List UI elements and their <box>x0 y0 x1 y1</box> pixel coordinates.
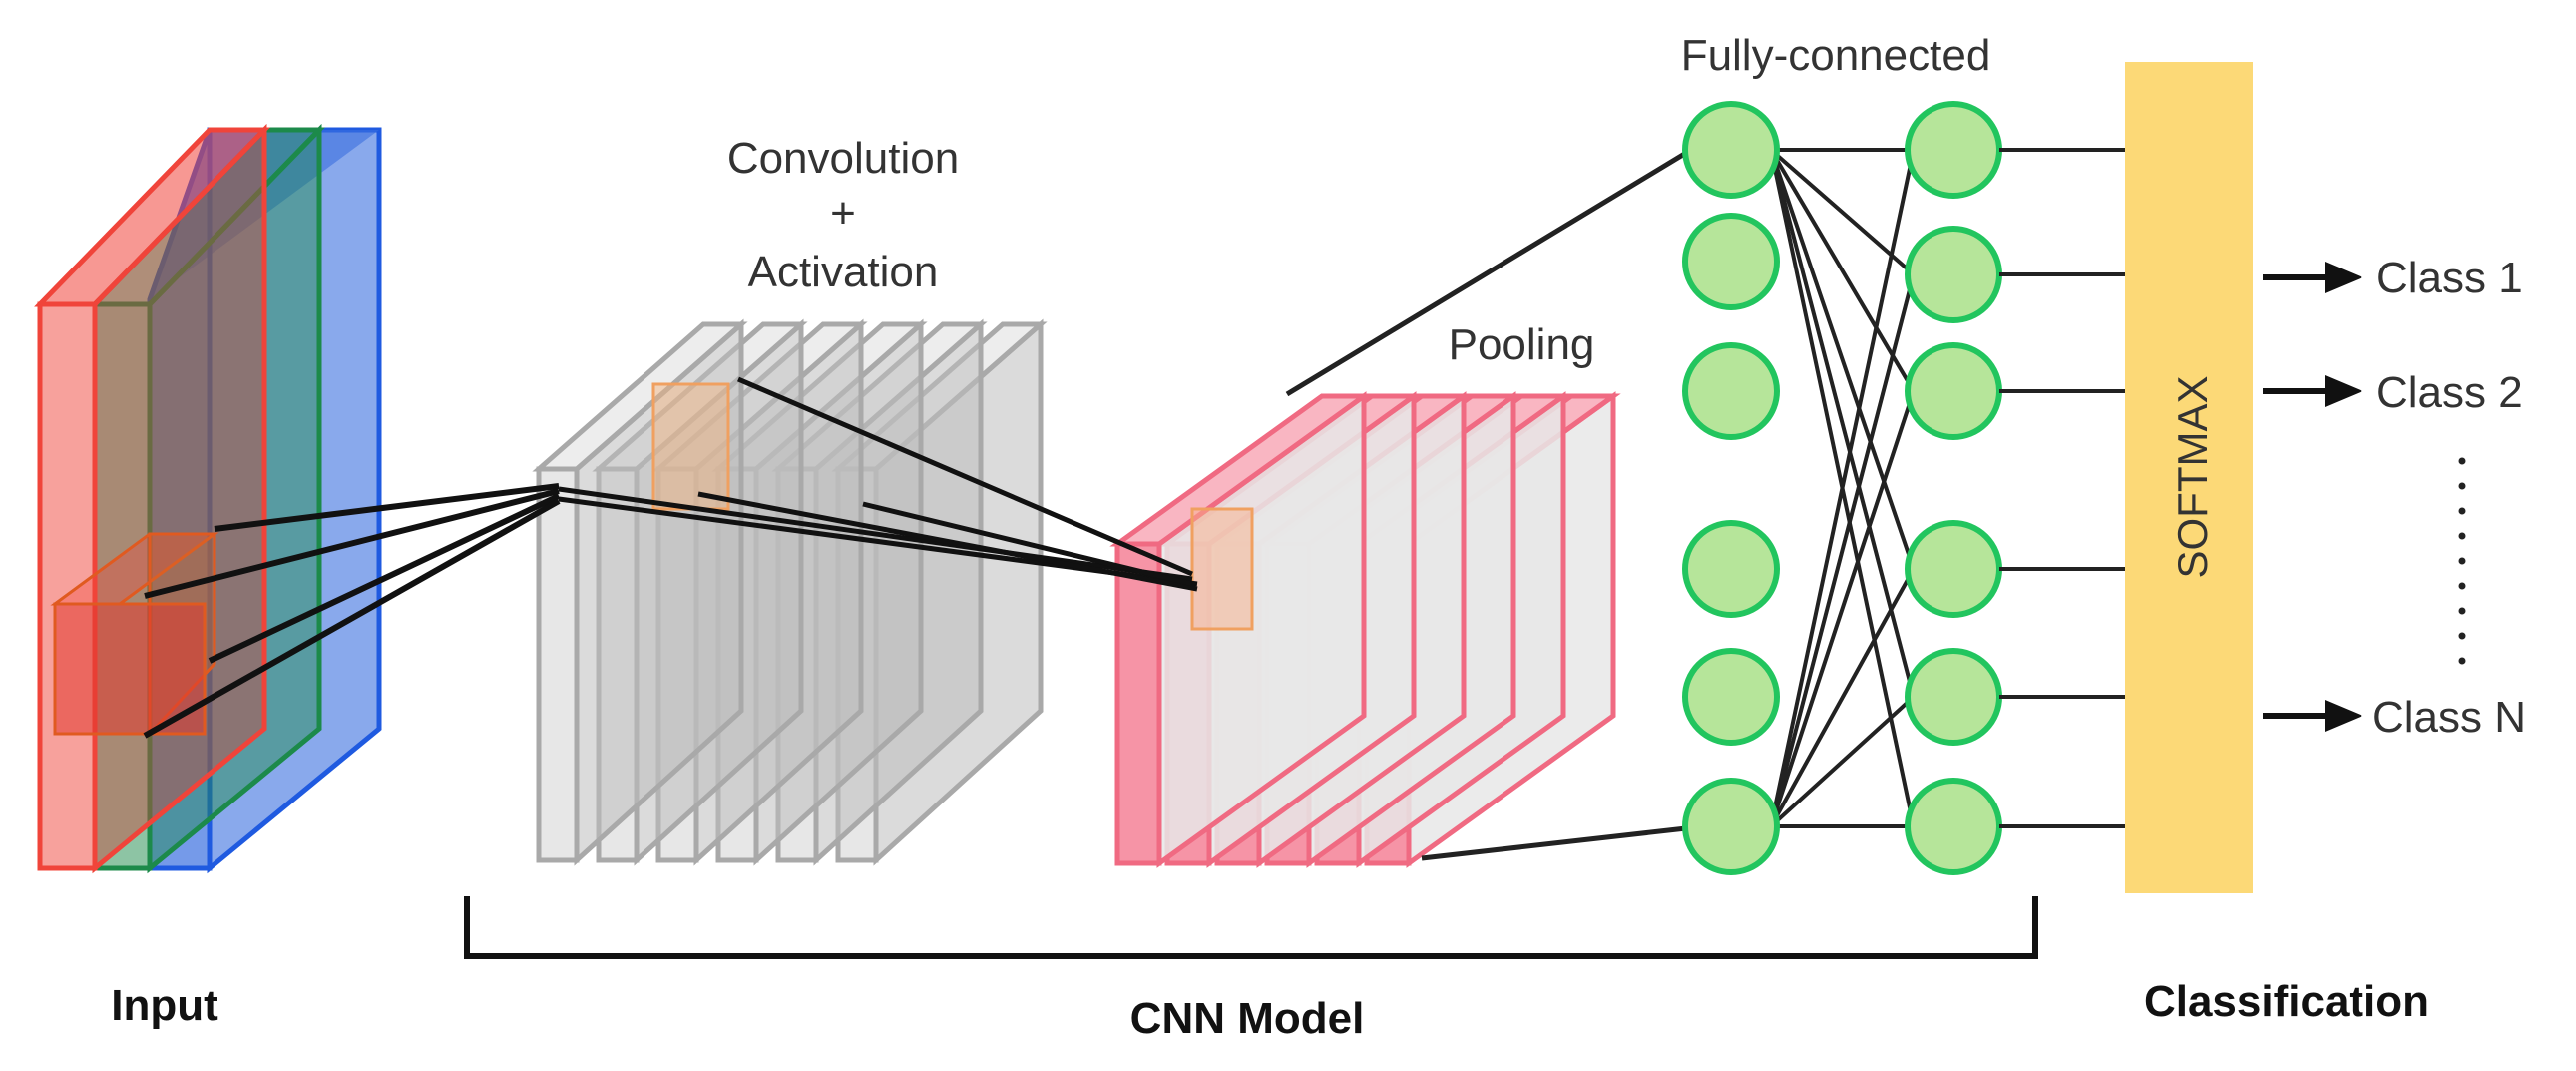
fc-layer2-node <box>1905 101 2002 199</box>
class-n-arrow <box>2263 700 2362 732</box>
pooling-label: Pooling <box>1449 320 1595 369</box>
fc-edge <box>1769 273 1916 827</box>
fc-edge <box>1769 390 1916 827</box>
pooling-to-fc-connections <box>1285 147 1693 861</box>
fc-layer2-node <box>1905 778 2002 875</box>
input-caption: Input <box>111 981 218 1030</box>
fc-layer1-node <box>1682 101 1780 199</box>
fc-edge <box>1769 149 1916 570</box>
fully-connected-nodes <box>1682 101 2002 875</box>
pooling-feature-maps <box>1109 391 1621 868</box>
class-arrows <box>2263 262 2362 732</box>
fc-layer1-node <box>1682 520 1780 618</box>
pooling-receptive-field <box>1190 507 1254 631</box>
fc-layer2-node <box>1905 226 2002 323</box>
conv-to-pooling-connections <box>558 376 1198 592</box>
fc-layer1-node <box>1682 342 1780 440</box>
fc-edge <box>1769 695 1916 828</box>
softmax-block <box>2125 62 2253 893</box>
cnn-model-caption: CNN Model <box>1130 994 1365 1043</box>
fc-layer2-node <box>1905 648 2002 746</box>
conv-receptive-field <box>651 382 730 511</box>
fully-connected-edges <box>1769 148 1916 828</box>
class-2-label: Class 2 <box>2376 368 2523 417</box>
fc-edge <box>1769 568 1916 827</box>
fc-edge <box>1769 149 1916 698</box>
plus-label: + <box>830 189 856 238</box>
cnn-model-bracket <box>464 896 2038 959</box>
activation-label: Activation <box>748 248 939 296</box>
fc-edge <box>1769 148 1916 393</box>
fc-layer1-node <box>1682 648 1780 746</box>
fc-layer1-node <box>1682 778 1780 875</box>
classification-caption: Classification <box>2144 977 2429 1026</box>
input-channel-red <box>34 123 270 874</box>
fully-connected-label: Fully-connected <box>1681 31 1991 80</box>
fc-layer2-node <box>1905 342 2002 440</box>
convolution-label: Convolution <box>727 134 959 183</box>
fc-layer1-node <box>1682 213 1780 310</box>
fc-edge <box>1769 149 1916 827</box>
class-ellipsis-dots <box>2458 457 2466 665</box>
input-volume <box>34 123 382 874</box>
fc-layer2-node <box>1905 520 2002 618</box>
fc-to-softmax-connections <box>1999 148 2125 828</box>
class-2-arrow <box>2263 375 2362 407</box>
class-n-label: Class N <box>2372 693 2526 742</box>
conv-feature-map <box>532 318 748 866</box>
convolution-feature-maps <box>532 318 1048 866</box>
softmax-label: SOFTMAX <box>2169 375 2216 578</box>
class-1-label: Class 1 <box>2376 254 2523 302</box>
input-to-conv-connections <box>143 483 561 739</box>
class-1-arrow <box>2263 262 2362 293</box>
